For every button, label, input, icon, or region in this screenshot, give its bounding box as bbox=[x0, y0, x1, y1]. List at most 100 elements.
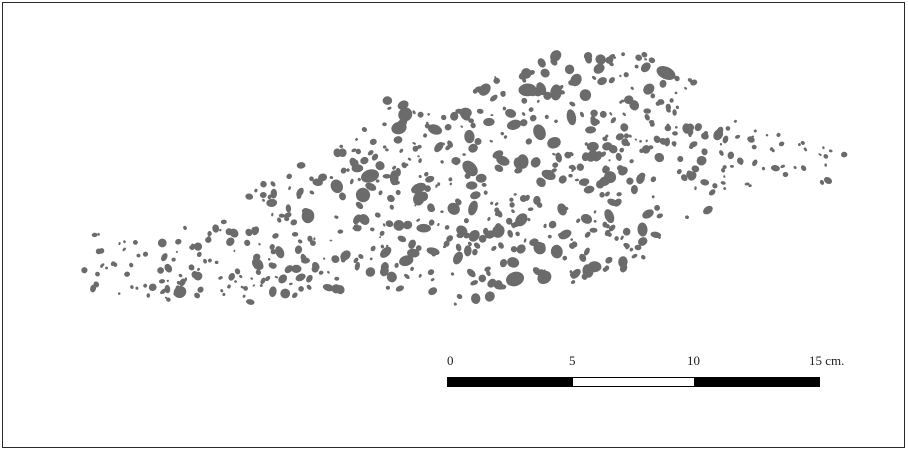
inclusion-blob bbox=[468, 229, 480, 242]
inclusion-blob bbox=[470, 191, 481, 200]
inclusion-blob bbox=[637, 222, 648, 237]
inclusion-blob bbox=[349, 157, 358, 168]
inclusion-blob bbox=[468, 200, 478, 216]
inclusion-blob bbox=[521, 68, 532, 79]
inclusion-blob bbox=[146, 293, 151, 298]
inclusion-blob bbox=[620, 235, 624, 241]
inclusion-blob bbox=[547, 234, 552, 239]
inclusion-blob bbox=[822, 146, 825, 150]
inclusion-blob bbox=[463, 245, 472, 257]
inclusion-blob bbox=[629, 100, 640, 111]
inclusion-blob bbox=[639, 172, 646, 179]
inclusion-blob bbox=[559, 90, 565, 95]
inclusion-blob bbox=[674, 75, 680, 82]
inclusion-blob bbox=[358, 254, 364, 259]
inclusion-blob bbox=[175, 250, 178, 253]
inclusion-blob bbox=[270, 249, 276, 255]
inclusion-blob bbox=[490, 201, 494, 205]
inclusion-blob bbox=[352, 226, 356, 230]
inclusion-blob bbox=[494, 212, 499, 217]
inclusion-blob bbox=[369, 138, 377, 146]
inclusion-blob bbox=[265, 275, 271, 282]
inclusion-blob bbox=[122, 247, 126, 252]
inclusion-blob bbox=[361, 127, 368, 132]
inclusion-blob bbox=[399, 148, 404, 153]
inclusion-blob bbox=[270, 181, 276, 187]
inclusion-blob bbox=[259, 191, 267, 199]
inclusion-blob bbox=[620, 123, 629, 132]
inclusion-blob bbox=[669, 98, 674, 103]
inclusion-blob bbox=[529, 114, 537, 122]
inclusion-blob bbox=[628, 134, 632, 138]
inclusion-blob bbox=[583, 247, 590, 256]
inclusion-blob bbox=[643, 108, 651, 114]
inclusion-blob bbox=[468, 118, 474, 124]
inclusion-blob bbox=[605, 134, 609, 138]
inclusion-blob bbox=[484, 291, 495, 302]
inclusion-blob bbox=[765, 133, 769, 137]
inclusion-blob bbox=[112, 262, 118, 267]
inclusion-blob bbox=[464, 129, 475, 144]
inclusion-blob bbox=[382, 145, 387, 149]
inclusion-blob bbox=[841, 151, 848, 158]
inclusion-blob bbox=[296, 187, 304, 198]
inclusion-blob bbox=[197, 286, 204, 293]
inclusion-blob bbox=[582, 264, 594, 278]
inclusion-blob bbox=[407, 248, 420, 258]
inclusion-blob bbox=[540, 68, 550, 78]
inclusion-blob bbox=[166, 297, 171, 302]
inclusion-blob bbox=[445, 144, 452, 151]
inclusion-blob bbox=[427, 203, 435, 213]
inclusion-blob bbox=[515, 213, 528, 227]
inclusion-blob bbox=[443, 240, 450, 247]
inclusion-blob bbox=[631, 253, 638, 259]
inclusion-blob bbox=[379, 236, 382, 239]
inclusion-blob bbox=[466, 268, 476, 278]
inclusion-blob bbox=[423, 133, 428, 138]
inclusion-blob bbox=[487, 278, 497, 288]
inclusion-blob bbox=[157, 267, 164, 274]
inclusion-blob bbox=[380, 246, 392, 258]
inclusion-blob bbox=[494, 164, 504, 173]
inclusion-blob bbox=[194, 292, 201, 299]
inclusion-blob bbox=[334, 215, 339, 219]
inclusion-blob bbox=[505, 271, 525, 287]
inclusion-blob bbox=[626, 177, 634, 185]
inclusion-blob bbox=[608, 224, 616, 232]
inclusion-blob bbox=[408, 239, 416, 249]
scale-bar: 0 5 10 15 cm. bbox=[447, 353, 867, 393]
inclusion-blob bbox=[613, 56, 617, 59]
inclusion-blob bbox=[245, 228, 253, 237]
inclusion-blob bbox=[599, 110, 607, 118]
inclusion-blob bbox=[586, 141, 599, 152]
inclusion-blob bbox=[494, 207, 500, 214]
inclusion-blob bbox=[413, 192, 425, 206]
inclusion-blob bbox=[719, 150, 724, 156]
scale-label-5: 5 bbox=[569, 353, 576, 368]
inclusion-blob bbox=[655, 101, 661, 106]
inclusion-blob bbox=[129, 262, 134, 268]
inclusion-blob bbox=[118, 242, 121, 246]
inclusion-blob bbox=[411, 182, 427, 194]
inclusion-blob bbox=[552, 162, 559, 168]
inclusion-blob bbox=[685, 215, 689, 220]
inclusion-blob bbox=[570, 73, 582, 87]
inclusion-blob bbox=[173, 285, 187, 299]
inclusion-blob bbox=[484, 266, 491, 272]
inclusion-scatter-drawing bbox=[81, 50, 848, 306]
inclusion-blob bbox=[584, 142, 588, 146]
inclusion-blob bbox=[536, 202, 543, 208]
inclusion-blob bbox=[449, 182, 453, 186]
inclusion-blob bbox=[605, 256, 613, 264]
inclusion-blob bbox=[272, 233, 279, 239]
scale-segment-black-2 bbox=[695, 377, 820, 387]
inclusion-blob bbox=[280, 288, 291, 299]
inclusion-blob bbox=[183, 225, 187, 230]
inclusion-blob bbox=[634, 64, 639, 69]
inclusion-blob bbox=[511, 209, 515, 214]
inclusion-blob bbox=[306, 284, 312, 290]
inclusion-blob bbox=[503, 135, 508, 139]
inclusion-blob bbox=[744, 182, 750, 186]
inclusion-blob bbox=[234, 268, 241, 275]
inclusion-blob bbox=[505, 108, 517, 118]
